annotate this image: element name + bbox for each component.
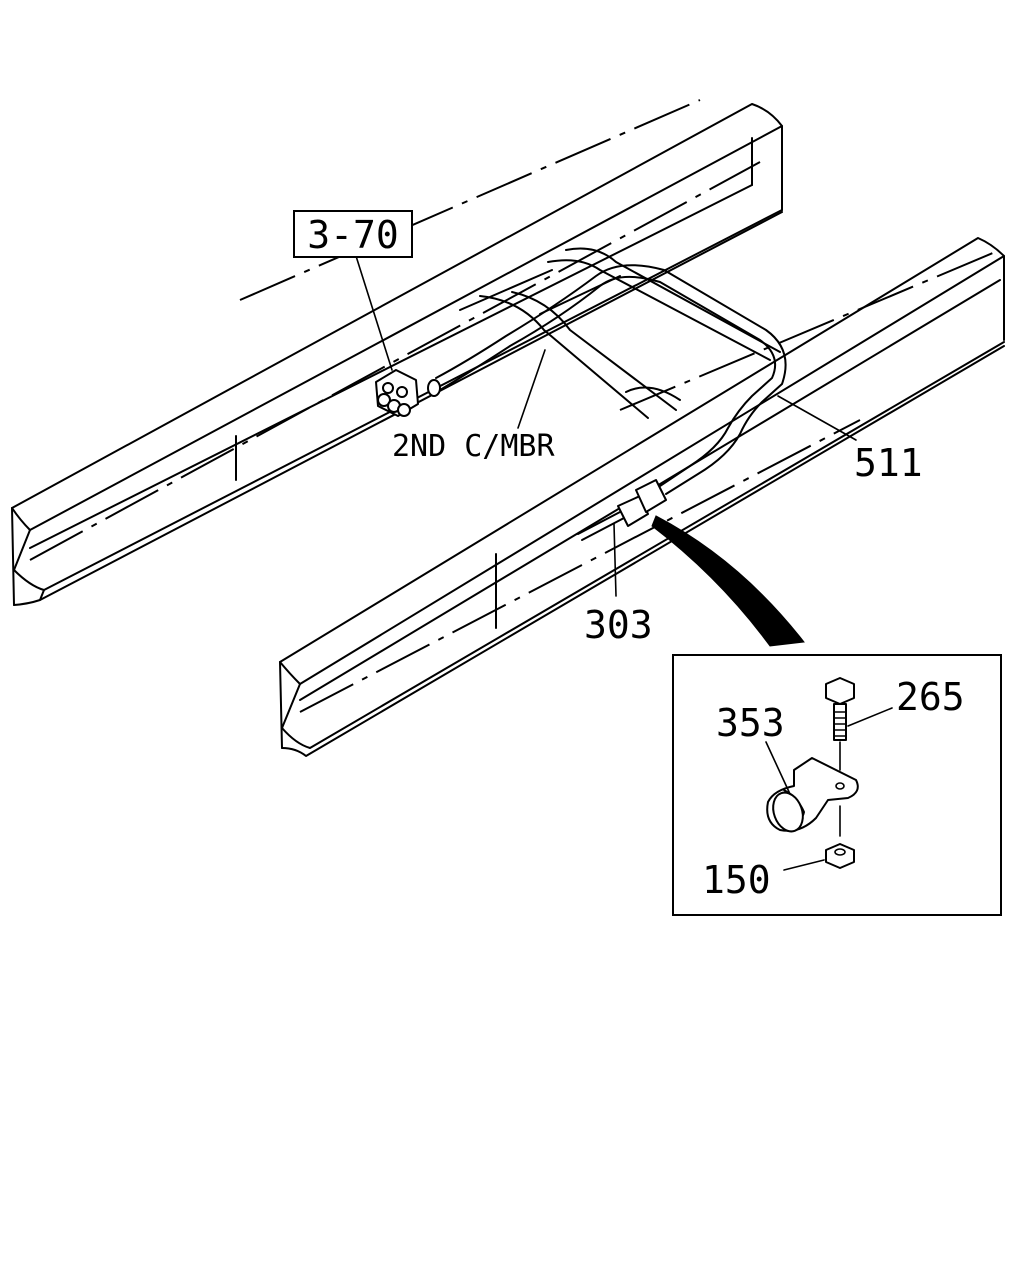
- crossmember: [459, 247, 781, 419]
- left-frame-rail: [11, 99, 783, 606]
- pipe-label: 511: [854, 441, 923, 485]
- valve-block: [375, 369, 419, 417]
- crossmember-label: 2ND C/MBR: [392, 429, 555, 464]
- ref-box-label: 3-70: [307, 213, 399, 257]
- nut: [825, 843, 855, 869]
- sensor-label: 303: [584, 603, 653, 647]
- ref-box: 3-70: [293, 210, 413, 258]
- right-frame-rail: [279, 237, 1005, 757]
- bolt: [825, 677, 855, 771]
- nut-label: 150: [702, 858, 771, 902]
- bolt-label: 265: [896, 675, 965, 719]
- detail-box: 265 353 150: [672, 654, 1002, 916]
- leader-lines: [355, 255, 857, 597]
- sensor: [577, 479, 667, 541]
- clip: [766, 757, 859, 837]
- detail-pointer: [651, 515, 805, 647]
- clip-label: 353: [716, 701, 785, 745]
- brake-pipe: [427, 264, 787, 495]
